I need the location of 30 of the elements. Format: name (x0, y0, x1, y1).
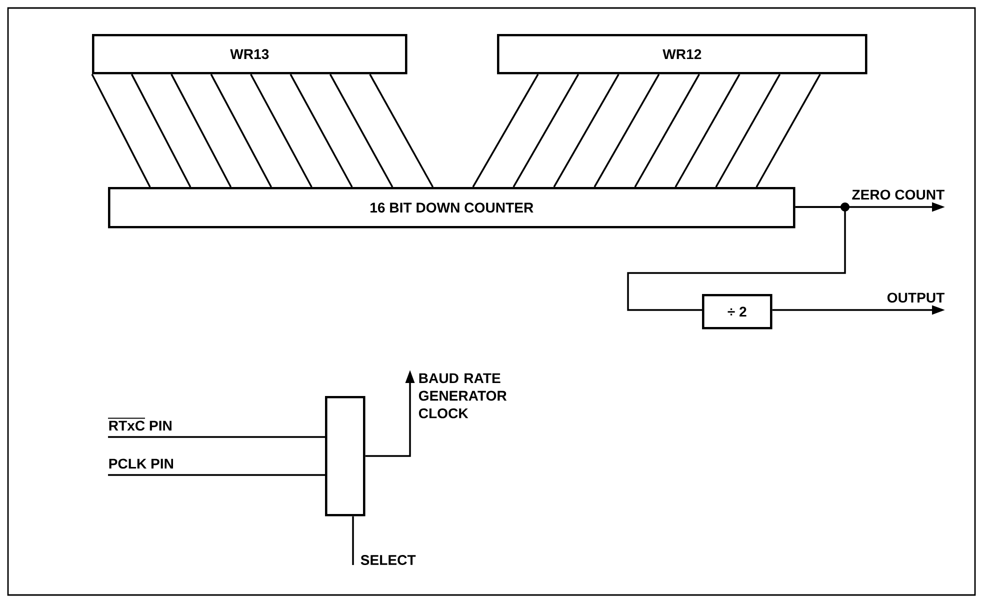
bus-line (472, 74, 539, 188)
bus-line (594, 74, 660, 188)
edge-label: RTxC PIN (108, 418, 172, 431)
bus-line (91, 74, 151, 188)
bus-line (634, 74, 700, 188)
edge-label: SELECT (360, 555, 416, 565)
counter-box: 16 BIT DOWN COUNTER (108, 187, 796, 228)
bus-line (512, 74, 580, 188)
bus-line (553, 74, 620, 188)
bus-line (170, 74, 232, 188)
bus-line (130, 74, 192, 188)
edge-label: OUTPUT (887, 292, 944, 303)
signal-line (352, 516, 354, 565)
bus-line (329, 74, 394, 188)
bus-line (250, 74, 312, 188)
edge-label: BAUD RATE GENERATOR CLOCK (418, 373, 507, 418)
bus-line (674, 74, 740, 188)
edge-label: ZERO COUNT (852, 190, 944, 200)
bus-line (756, 74, 821, 188)
bus-line (210, 74, 272, 188)
register-box: WR12 (497, 34, 868, 74)
register-box: WR13 (92, 34, 408, 74)
bus-line (369, 74, 434, 188)
bus-line (290, 74, 353, 188)
signal-line (108, 436, 325, 438)
edge-label: PCLK PIN (109, 458, 173, 469)
multiplexer-box (325, 396, 366, 516)
signal-line (108, 474, 325, 476)
signal-line (627, 206, 846, 311)
bus-line (715, 74, 781, 188)
